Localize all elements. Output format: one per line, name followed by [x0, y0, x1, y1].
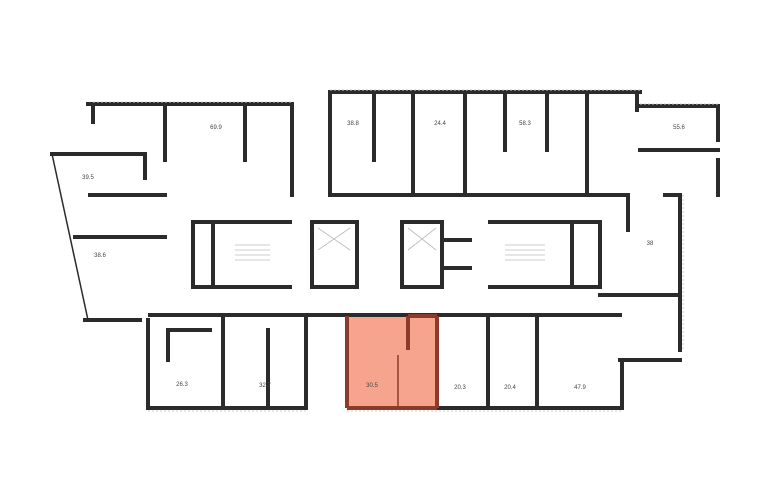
apartment-area-label[interactable]: 38.6 [94, 253, 106, 259]
apartment-area-label[interactable]: 20.3 [454, 385, 466, 391]
walls [50, 90, 720, 410]
stairs [235, 227, 545, 261]
apartment-area-label[interactable]: 39.5 [82, 175, 94, 181]
apartment-area-label[interactable]: 26.3 [176, 382, 188, 388]
apartment-labels: 69.9 38.8 24.4 58.3 55.6 39.5 38.6 38 26… [82, 121, 685, 391]
apartment-area-label[interactable]: 58.3 [519, 121, 531, 127]
apartment-area-label[interactable]: 20.4 [504, 385, 516, 391]
apartment-area-label[interactable]: 32.7 [259, 383, 271, 389]
selected-apartment-walls [345, 314, 439, 410]
apartment-area-label[interactable]: 24.4 [434, 121, 446, 127]
apartment-area-label[interactable]: 47.9 [574, 385, 586, 391]
windows [93, 89, 718, 412]
apartment-area-label[interactable]: 38 [647, 241, 654, 247]
apartment-area-label[interactable]: 55.6 [673, 125, 685, 131]
apartment-area-label[interactable]: 69.9 [210, 125, 222, 131]
apartment-area-label[interactable]: 38.8 [347, 121, 359, 127]
selected-apartment-30-5[interactable] [347, 316, 437, 409]
apartment-area-label-selected[interactable]: 30.5 [366, 383, 378, 389]
